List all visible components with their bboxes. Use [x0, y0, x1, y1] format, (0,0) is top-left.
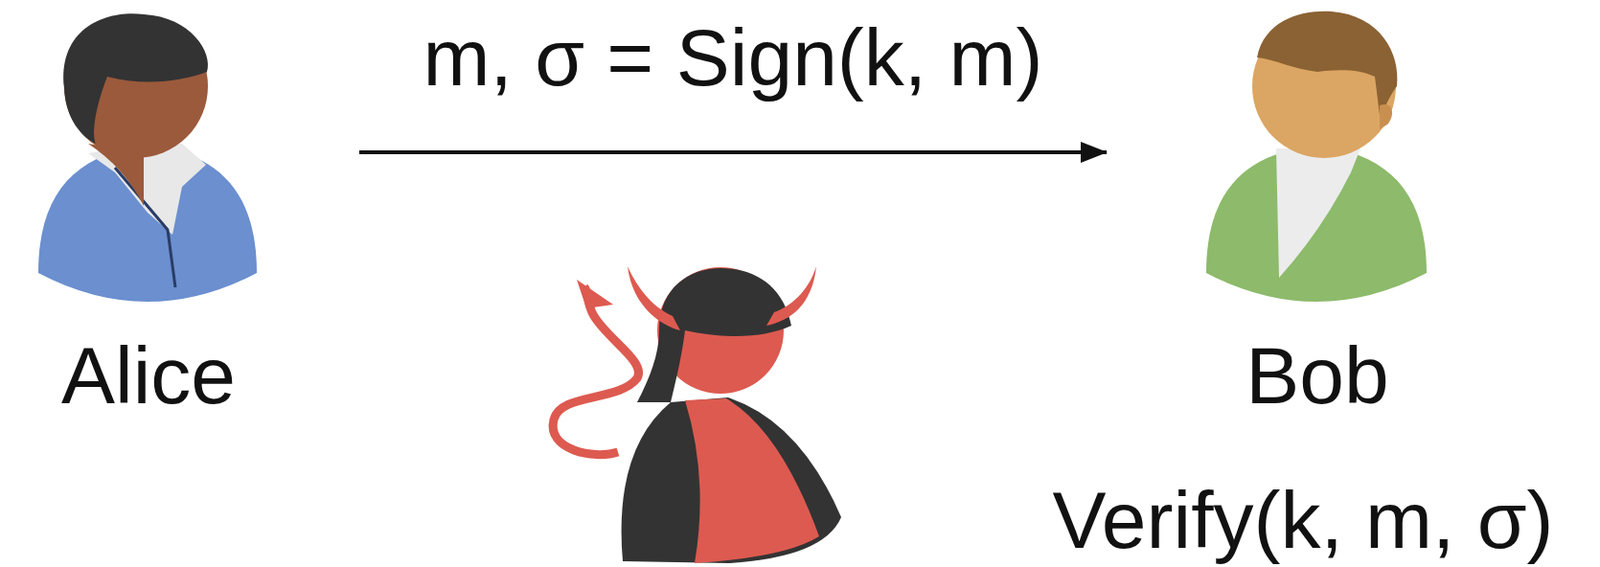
person-name: Alice [61, 329, 236, 423]
verify-label: Verify(k, m, σ) [1051, 480, 1554, 561]
alice-figure [38, 13, 257, 302]
message-label: m, σ = Sign(k, m) [423, 17, 1044, 98]
person-node: Bob [1188, 7, 1447, 427]
adversary-figure [552, 266, 842, 564]
person-node: Alice [19, 7, 278, 427]
bob-figure [1206, 11, 1427, 302]
message-arrow [359, 150, 1107, 155]
person-name: Bob [1245, 329, 1389, 423]
